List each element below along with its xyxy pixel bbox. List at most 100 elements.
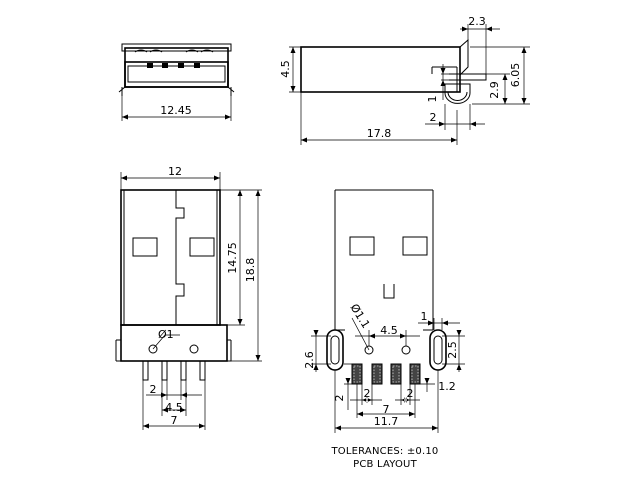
pcb-layout-view: Ø1.1 4.5 1 2.6 2.5 2 1.2: [303, 189, 465, 470]
pcb-layout-title: PCB LAYOUT: [353, 459, 417, 470]
front-width-dimension-line: [121, 96, 232, 121]
pcb-outline: [334, 189, 434, 330]
top-view-pin-1: [142, 360, 149, 381]
pcb-overall-width-dimension-line: [334, 370, 439, 433]
top-view-hole-left: [148, 344, 158, 354]
front-view-housing: [124, 47, 229, 88]
top-pin-span-outer-label: 7: [171, 414, 178, 427]
side-view-post-curve: [447, 91, 468, 101]
pcb-hole-leader: [351, 317, 370, 351]
side-pin-thickness-label: 1: [426, 96, 439, 103]
top-body-length-dimension-line: [220, 189, 262, 326]
front-view-opening: [124, 61, 229, 88]
top-view-seam: [175, 190, 185, 325]
side-pin-gap-label: 2: [430, 111, 437, 124]
pcb-pad-width-arrows: [424, 378, 430, 384]
tolerance-note: TOLERANCES: ±0.10: [331, 446, 439, 457]
top-view-tabs: [115, 339, 232, 362]
side-total-height-arrows: [521, 47, 527, 104]
pcb-pad-pitch-left-arrows: [362, 397, 372, 403]
top-view-side-walls: [123, 190, 218, 325]
pcb-slot-width-dimension-line: [418, 318, 460, 330]
top-view-pin-3: [180, 360, 187, 381]
top-pin-span-outer-dimension-line: [142, 380, 206, 430]
pcb-pad-pitch-left-label: 2: [364, 387, 371, 400]
top-view-window-right: [189, 237, 215, 257]
side-top-offset-arrows: [462, 26, 492, 32]
top-view-hole-leader: [152, 334, 180, 350]
side-view-pin: [449, 73, 487, 81]
pcb-pad-4-pattern: [411, 365, 419, 383]
side-top-offset-dimension-line: [460, 24, 500, 74]
pcb-slot-right-inner: [433, 335, 443, 365]
side-view-flange: [459, 38, 469, 76]
pcb-pad-pitch-right-arrows: [401, 397, 410, 403]
top-total-length-dimension-line: [231, 190, 262, 362]
top-view-window-left: [132, 237, 158, 257]
side-view-body: [300, 46, 461, 93]
pcb-pad-length-arrows: [345, 378, 351, 384]
front-view-top-flange: [121, 43, 232, 52]
top-pin-span-inner-label: 4.5: [165, 401, 183, 414]
pcb-pad-span-arrows: [357, 411, 415, 417]
top-width-label: 12: [168, 165, 182, 178]
pcb-pad-length-label: 2: [333, 395, 346, 402]
pcb-pad-length-dimension-line: [344, 363, 352, 410]
pcb-hole-spacing-label: 4.5: [380, 324, 398, 337]
side-total-height-dimension-line: [470, 46, 530, 105]
side-pin-height-arrows: [502, 74, 508, 104]
top-view-hole-label: Ø1: [158, 328, 174, 341]
side-view: 4.5 2.3 6.05 2.9 1 2 17.8: [279, 15, 530, 145]
pcb-pad-3: [390, 363, 402, 385]
pcb-slot-width-arrows: [428, 320, 448, 326]
front-view-contact-4: [194, 63, 200, 68]
front-view-contact-3: [178, 63, 184, 68]
side-pin-height-label: 2.9: [488, 81, 501, 99]
pcb-pad-span-dimension-line: [356, 384, 416, 418]
top-width-dimension-line: [120, 172, 221, 190]
front-view-contact-1: [147, 63, 153, 68]
side-top-offset-label: 2.3: [468, 15, 486, 28]
front-view: 12.45: [118, 43, 235, 121]
side-height-label: 4.5: [279, 60, 292, 78]
pcb-pad-width-label: 1.2: [438, 380, 456, 393]
pcb-window-left: [349, 236, 375, 256]
pcb-pad-3-pattern: [392, 365, 400, 383]
front-view-springs: [134, 49, 214, 53]
pcb-key-mark: [383, 284, 395, 299]
pcb-pad-1-pattern: [353, 365, 361, 383]
front-width-label: 12.45: [160, 104, 192, 117]
pcb-pad-2-pattern: [373, 365, 381, 383]
front-view-contact-2: [162, 63, 168, 68]
top-pin-pitch-label: 2: [150, 383, 157, 396]
front-view-legs: [118, 86, 235, 96]
top-total-length-label: 18.8: [244, 258, 257, 283]
top-view-pin-4: [199, 360, 206, 381]
pcb-slot-left-height-label: 2.6: [303, 351, 316, 369]
pcb-overall-width-label: 11.7: [374, 415, 399, 428]
top-view-base: [120, 324, 228, 362]
pcb-slot-left-inner: [330, 335, 340, 365]
top-view: Ø1 12 14.75 18.8 2 4.5 7: [115, 165, 262, 430]
top-pin-pitch-arrows: [161, 392, 187, 398]
top-pin-span-inner-arrows: [162, 407, 186, 413]
side-view-post: [444, 83, 471, 104]
top-view-hole-right: [189, 344, 199, 354]
side-pin-thickness-arrows: [440, 68, 446, 86]
pcb-pad-4: [409, 363, 421, 385]
side-length-dimension-line: [300, 92, 458, 145]
pcb-pad-span-label: 7: [383, 403, 390, 416]
top-pin-pitch-dimension-line: [146, 380, 202, 416]
front-view-tongue: [127, 65, 226, 83]
top-body-length-label: 14.75: [226, 242, 239, 274]
pcb-pad-1: [351, 363, 363, 385]
side-height-dimension-line: [289, 46, 301, 93]
pcb-hole-right: [401, 345, 411, 355]
side-length-label: 17.8: [367, 127, 392, 140]
side-total-height-label: 6.05: [509, 63, 522, 88]
pcb-pad-2: [371, 363, 383, 385]
top-view-body: [120, 189, 221, 326]
top-view-pin-2: [161, 360, 168, 381]
